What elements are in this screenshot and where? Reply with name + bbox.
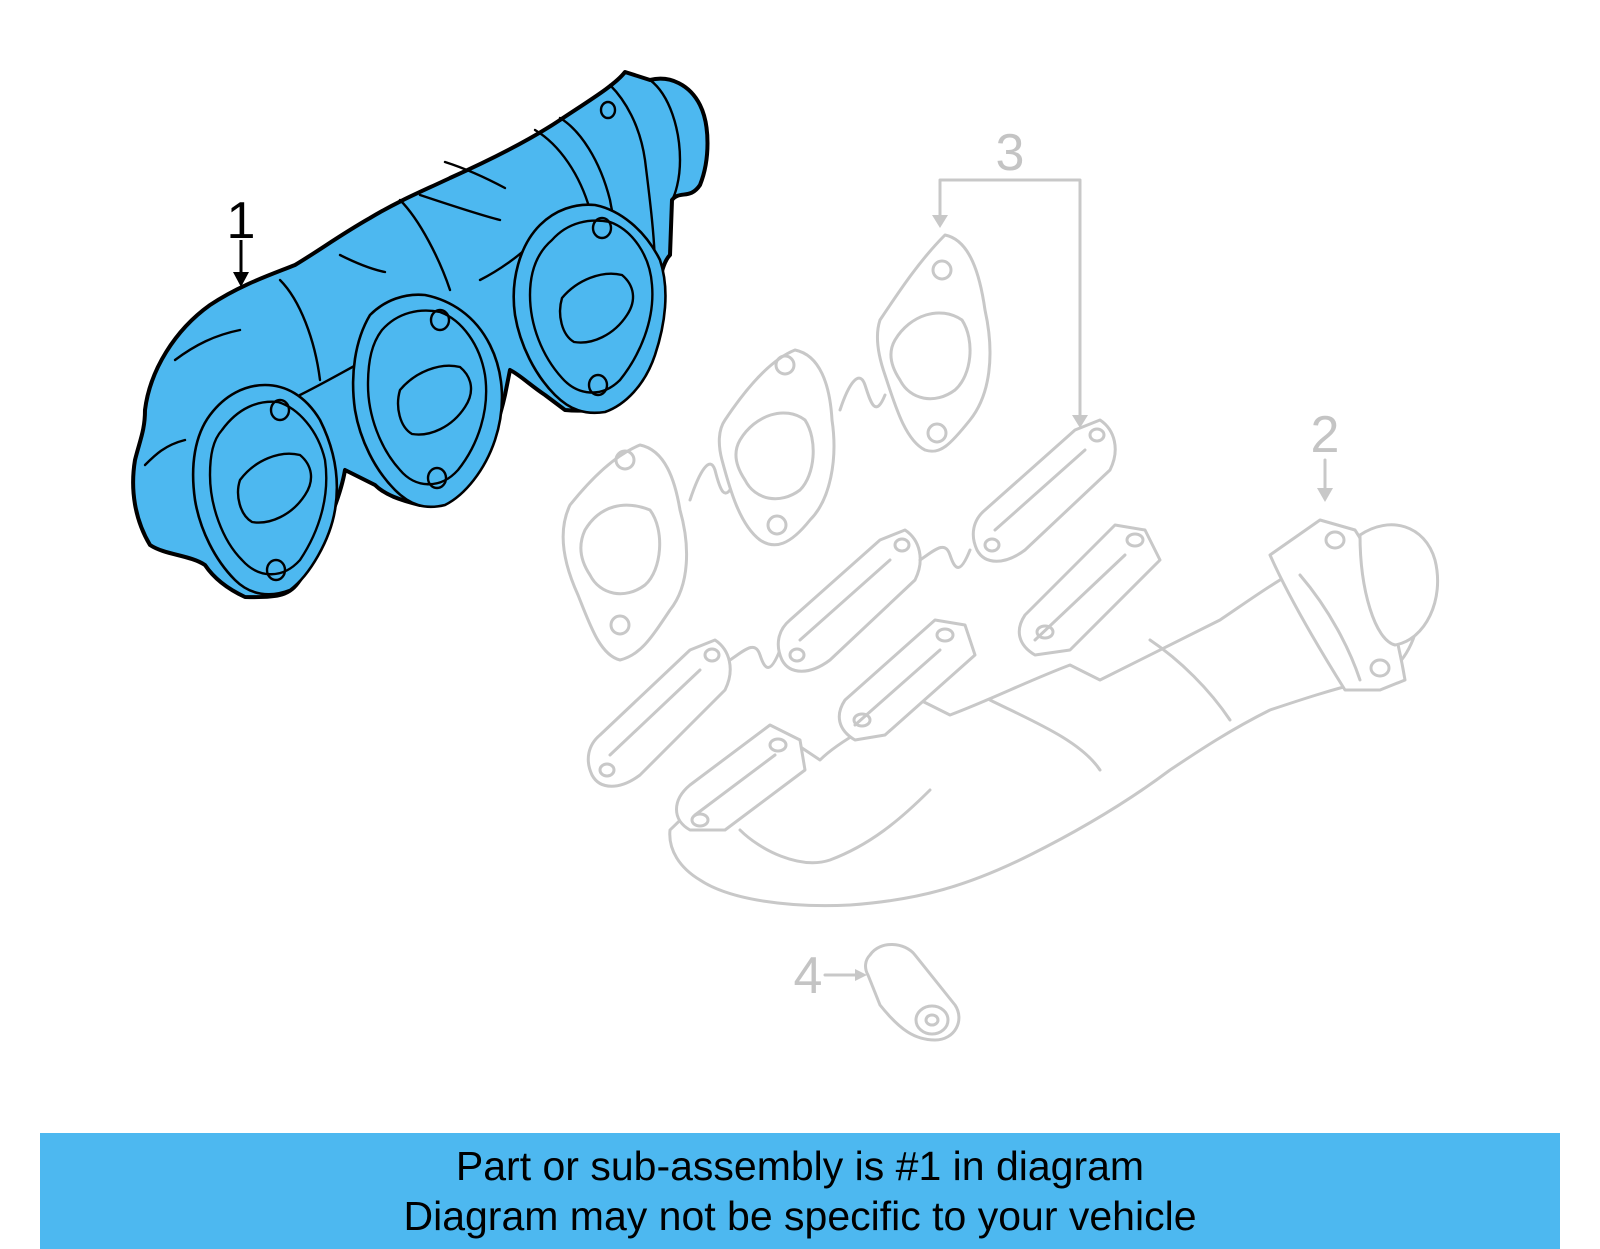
ghost-gaskets-part-3 (561, 178, 1117, 788)
banner-line-disclaimer: Diagram may not be specific to your vehi… (403, 1193, 1197, 1239)
leader-part-2 (1317, 458, 1333, 502)
ghost-manifold-part-2 (668, 518, 1440, 908)
callout-3[interactable]: 3 (996, 124, 1025, 182)
callout-2[interactable]: 2 (1311, 406, 1340, 464)
callout-1[interactable]: 1 (227, 192, 256, 250)
callout-4[interactable]: 4 (794, 947, 823, 1005)
info-banner: Part or sub-assembly is #1 in diagram Di… (40, 1133, 1560, 1249)
banner-line-part-number: Part or sub-assembly is #1 in diagram (455, 1143, 1145, 1189)
highlighted-manifold-part-1[interactable] (131, 70, 710, 600)
ghost-nut-part-4 (823, 943, 961, 1042)
